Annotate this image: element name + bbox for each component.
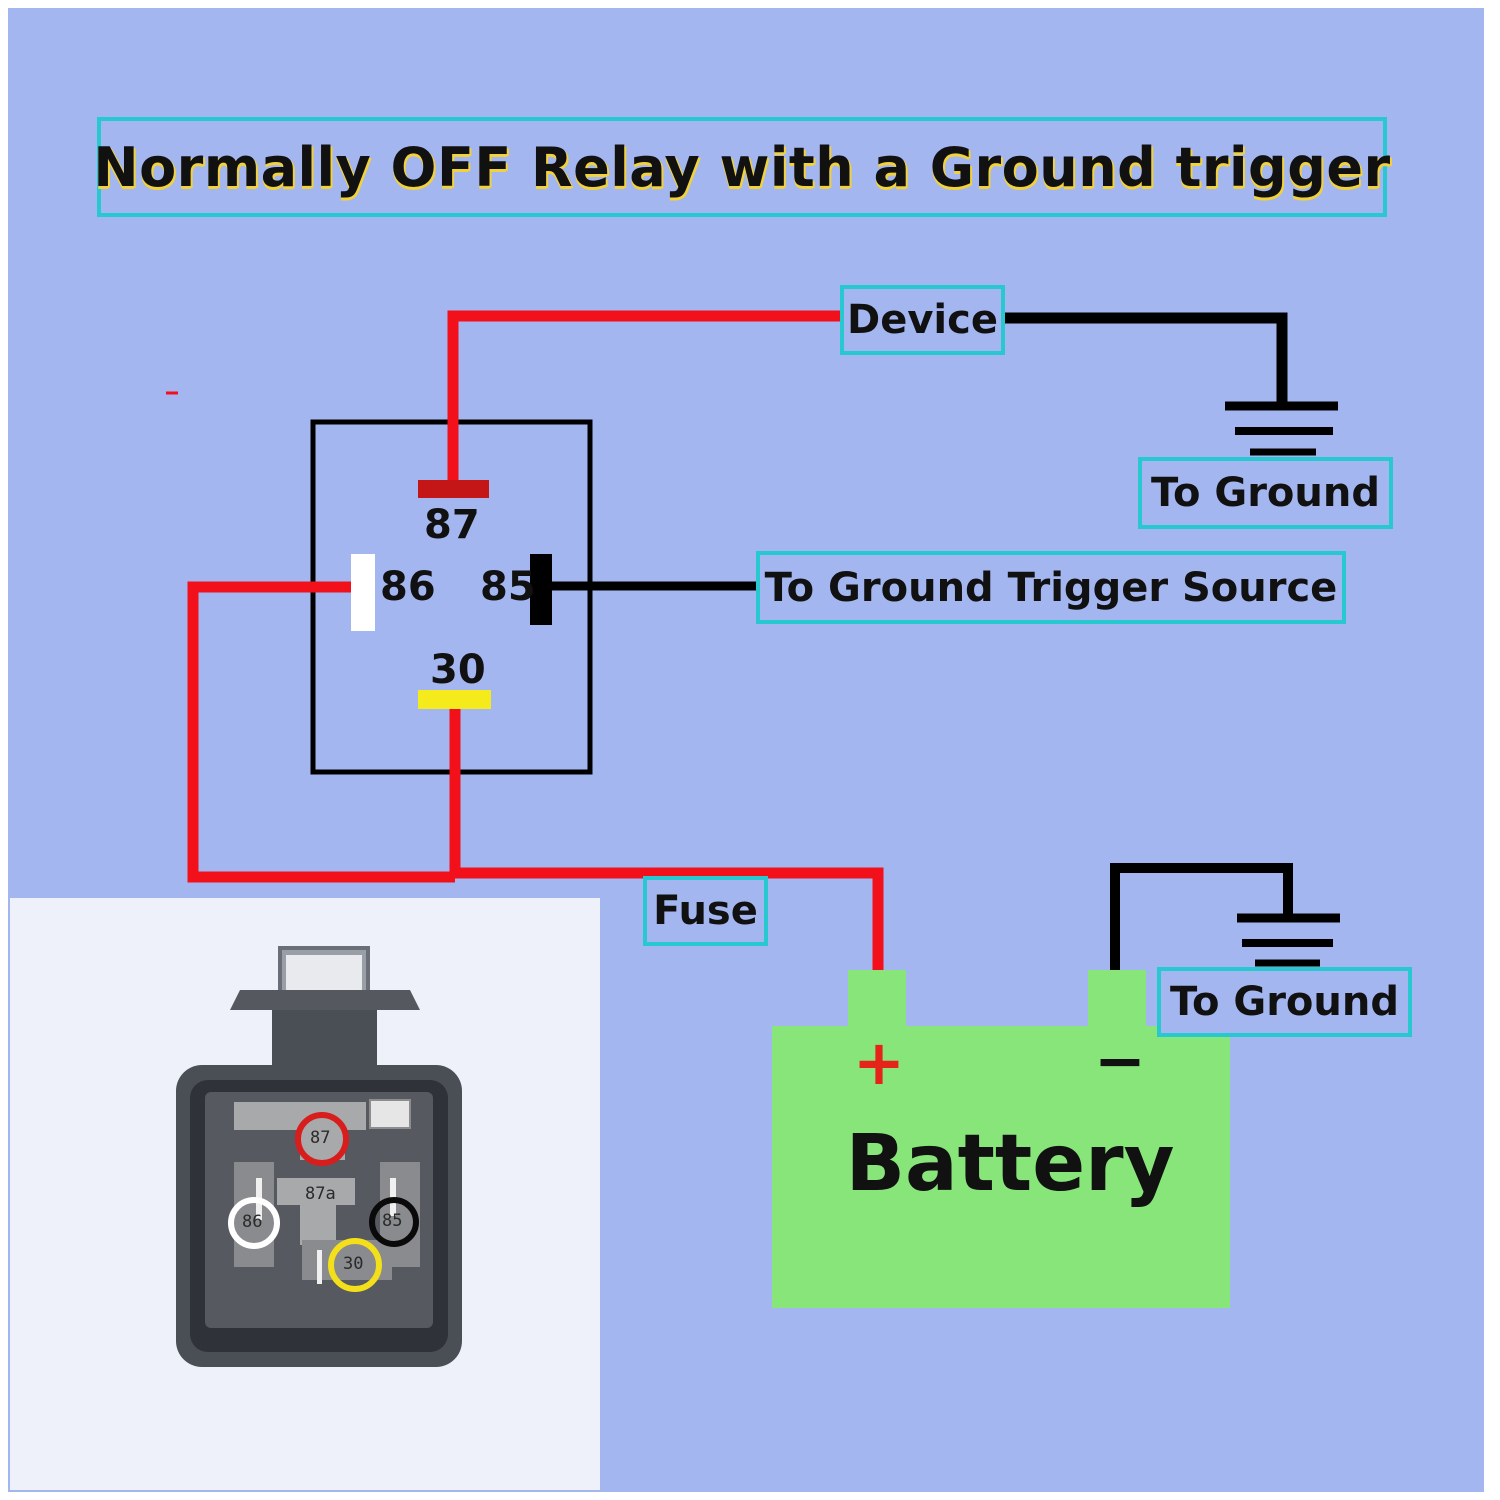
diagram-title: Normally OFF Relay with a Ground trigger [93,117,1390,217]
device-label: Device [840,285,1005,355]
pin-86-label: 86 [380,564,436,610]
photo-pin-85-ring [369,1197,419,1247]
photo-pin-30-ring [328,1238,382,1292]
photo-pin-87-ring [295,1112,349,1166]
to-ground-trigger-label: To Ground Trigger Source [756,551,1346,624]
wire-87-to-device [447,310,840,480]
photo-pin-85-label: 85 [382,1211,403,1231]
photo-pin-87-label: 87 [310,1128,331,1148]
pin-30-marker [418,690,491,709]
wire-battery-negative-to-ground [1110,863,1293,975]
photo-pin-87a-label: 87a [305,1184,336,1204]
ground-symbol-top [1225,401,1338,456]
to-ground-battery-label: To Ground [1157,967,1412,1037]
to-ground-top-label: To Ground [1138,457,1393,529]
pin-86-marker [351,554,375,631]
photo-pin-30-label: 30 [343,1254,364,1274]
pin-87-marker [418,480,489,498]
fuse-label: Fuse [643,876,768,946]
battery-label: Battery [845,1119,1175,1209]
photo-pin-86-label: 86 [242,1212,263,1232]
battery-symbol [772,970,1230,1308]
wire-fuse-to-battery-positive [455,867,884,975]
ground-symbol-battery [1237,913,1340,967]
wire-device-to-ground [1005,312,1288,405]
battery-negative-sign: − [1094,1024,1146,1097]
wire-86-to-battery [187,581,455,883]
pin-87-label: 87 [424,502,480,548]
relay-photo [10,898,600,1490]
pin-85-label: 85 [480,564,536,610]
pin-85-marker [530,554,552,625]
battery-positive-sign: + [853,1026,905,1099]
pin-30-label: 30 [430,647,486,693]
photo-pin-86-ring [228,1197,280,1249]
